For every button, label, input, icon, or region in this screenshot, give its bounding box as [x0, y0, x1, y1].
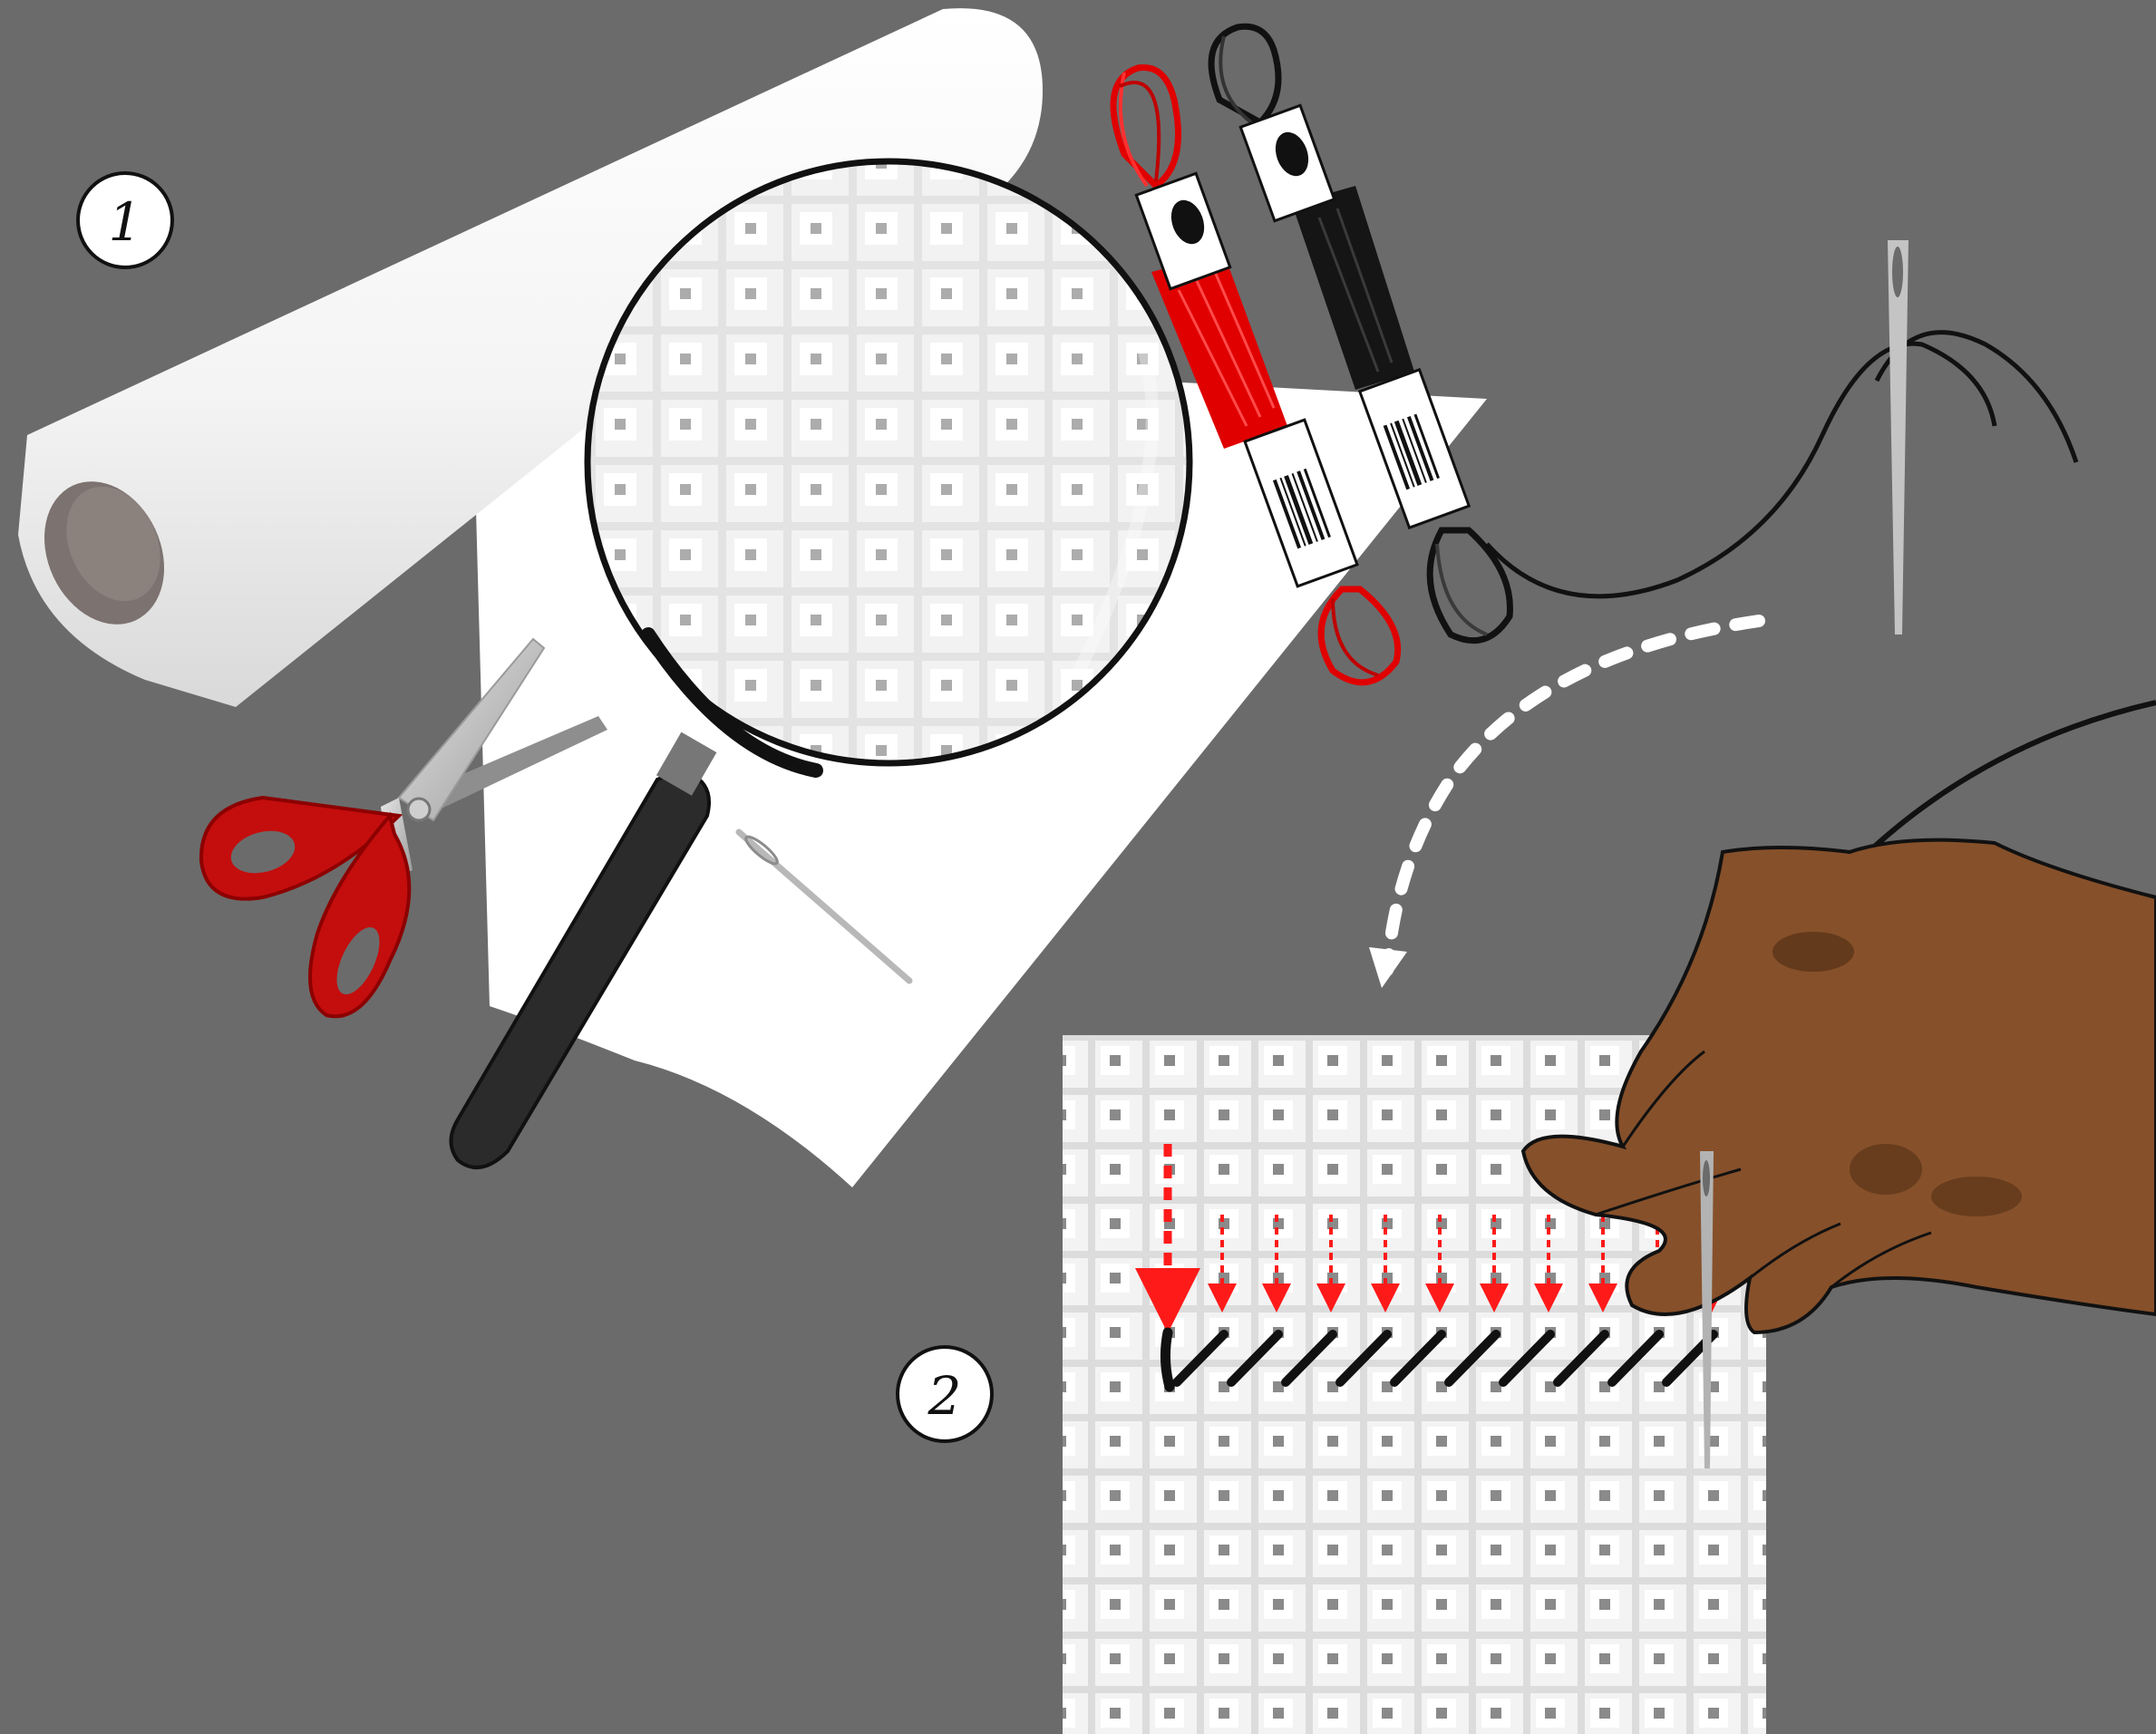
stitch [1165, 1332, 1170, 1387]
step-two-badge: 2 [898, 1347, 992, 1441]
needle-eye [1892, 247, 1903, 297]
step-one-number: 1 [109, 191, 142, 253]
step-two-number: 2 [927, 1365, 962, 1427]
scissor-pivot [408, 799, 430, 820]
transition-arrowhead [1369, 947, 1407, 988]
transition-arrow [1387, 621, 1759, 970]
step-one-badge: 1 [78, 173, 172, 267]
threaded-needle [1487, 240, 2076, 635]
